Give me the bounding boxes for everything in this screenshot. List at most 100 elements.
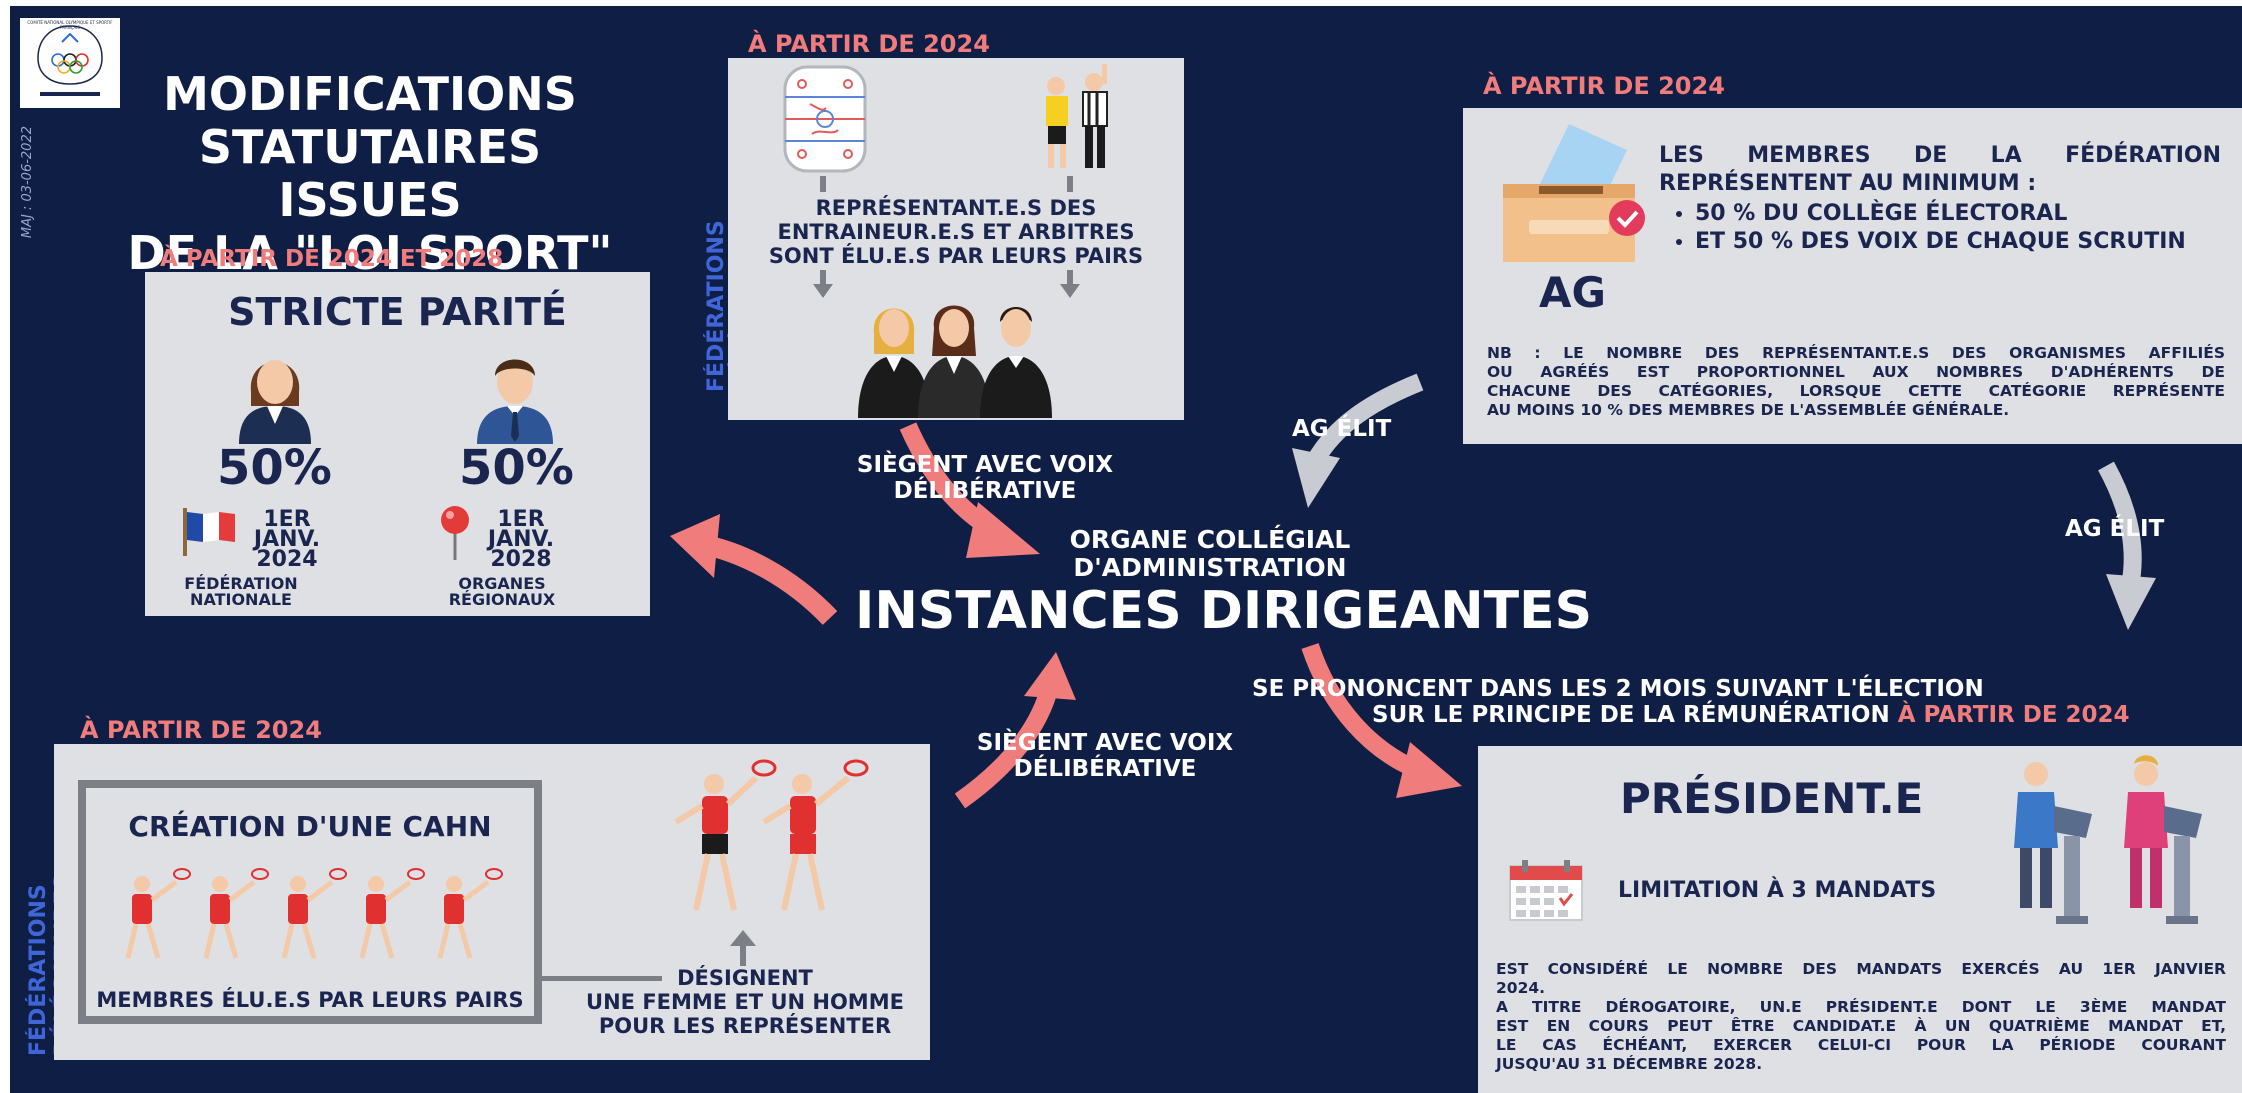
designate-line-2: UNE FEMME ET UN HOMME — [586, 990, 904, 1014]
badminton-players-icon — [674, 759, 869, 911]
coaches-panel: REPRÉSENTANT.E.S DES ENTRAINEUR.E.S ET A… — [728, 58, 1184, 420]
referees-icon — [1046, 64, 1108, 168]
arrow-center-to-parity — [670, 514, 838, 625]
president-text-line-6: JUSQU'AU 31 DÉCEMBRE 2028. — [1496, 1055, 1763, 1073]
candidates-podium-icon — [2014, 755, 2202, 924]
logo-text: COMITÉ NATIONAL OLYMPIQUE ET SPORTIF FRA… — [27, 20, 113, 30]
seat-top-line-2: DÉLIBÉRATIVE — [893, 478, 1077, 504]
connector-line — [542, 976, 662, 981]
infographic-canvas: COMITÉ NATIONAL OLYMPIQUE ET SPORTIF FRA… — [10, 6, 2242, 1093]
assembly-bullet-1: 50 % DU COLLÈGE ÉLECTORAL — [1695, 200, 2221, 228]
parity-heading: STRICTE PARITÉ — [228, 290, 567, 334]
organ-label: ORGANE COLLÉGIAL D'ADMINISTRATION — [1050, 526, 1370, 582]
president-text-line-5: LE CAS ÉCHÉANT, EXERCER CELUI-CI POUR LA… — [1496, 1036, 2226, 1054]
olympic-rings-icon — [37, 25, 103, 96]
cahn-box: CRÉATION D'UNE CAHN — [78, 780, 542, 1024]
seat-bottom-label: SIÈGENT AVEC VOIX DÉLIBÉRATIVE — [950, 730, 1260, 782]
coaches-text-line-1: REPRÉSENTANT.E.S DES — [815, 196, 1097, 220]
assembly-intro-line-2: REPRÉSENTENT AU MINIMUM : — [1659, 171, 2037, 196]
organ-line-2: D'ADMINISTRATION — [1073, 553, 1347, 582]
athletes-date-label: À PARTIR DE 2024 — [80, 716, 322, 744]
french-flag-icon — [183, 508, 235, 556]
women-percent: 50% — [217, 440, 332, 496]
seat-bottom-line-2: DÉLIBÉRATIVE — [1013, 756, 1197, 782]
ballot-box-icon — [1503, 124, 1645, 262]
assembly-note: NB : LE NOMBRE DES REPRÉSENTANT.E.S DES … — [1487, 344, 2225, 420]
seat-bottom-line-1: SIÈGENT AVEC VOIX — [976, 730, 1234, 756]
president-text-line-4: EST EN COURS PEUT ÊTRE CANDIDAT.E À UN Q… — [1496, 1017, 2226, 1035]
title-line-1: MODIFICATIONS — [163, 67, 577, 121]
regional-date-line-1: 1ER — [497, 507, 545, 532]
arrow-down-icon — [813, 270, 833, 298]
logo-subtext: CENTRE DE RESSOURCES — [44, 98, 96, 103]
organ-line-1: ORGANE COLLÉGIAL — [1069, 525, 1351, 554]
arrow-assembly-to-president — [2098, 461, 2156, 630]
president-text-line-1: EST CONSIDÉRÉ LE NOMBRE DES MANDATS EXER… — [1496, 960, 2226, 978]
national-date-line-1: 1ER — [263, 507, 311, 532]
remuneration-line-1: SE PRONONCENT DANS LES 2 MOIS SUIVANT L'… — [1252, 676, 1984, 702]
woman-avatar-icon — [239, 360, 311, 444]
cahn-footer: MEMBRES ÉLU.E.S PAR LEURS PAIRS — [96, 988, 524, 1012]
president-text-line-2: 2024. — [1496, 979, 1546, 997]
arrow-athletes-to-center — [954, 652, 1076, 809]
assembly-note-line-2: OU AGRÉÉS EST PROPORTIONNEL AUX NOMBRES … — [1487, 363, 2225, 381]
arrow-up-icon — [730, 930, 756, 966]
tactics-board-icon — [783, 65, 867, 173]
president-text: EST CONSIDÉRÉ LE NOMBRE DES MANDATS EXER… — [1496, 960, 2226, 1074]
athletes-panel: CRÉATION D'UNE CAHN — [54, 744, 930, 1060]
ag-label: AG — [1539, 268, 1606, 317]
cnosf-logo: COMITÉ NATIONAL OLYMPIQUE ET SPORTIF FRA… — [20, 18, 120, 108]
ag-elit-left-label: AG ÉLIT — [1292, 416, 1392, 442]
men-percent: 50% — [459, 440, 574, 496]
national-date-line-3: 2024 — [256, 547, 318, 572]
ag-elit-right-label: AG ÉLIT — [2065, 516, 2165, 542]
president-text-line-3: A TITRE DÉROGATOIRE, UN.E PRÉSIDENT.E DO… — [1496, 998, 2226, 1016]
designate-text: DÉSIGNENT UNE FEMME ET UN HOMME POUR LES… — [560, 966, 930, 1038]
president-heading: PRÉSIDENT.E — [1620, 774, 1924, 823]
assembly-note-line-3: CHACUNE DES CATÉGORIES, LORSQUE CETTE CA… — [1487, 382, 2225, 400]
arrow-down-icon — [1067, 176, 1073, 192]
parity-panel: STRICTE PARITÉ 50% 50% 1ER JANV. 2024 — [145, 272, 650, 616]
assembly-note-line-1: NB : LE NOMBRE DES REPRÉSENTANT.E.S DES … — [1487, 344, 2225, 362]
business-people-icon — [858, 305, 1052, 418]
president-panel: PRÉSIDENT.E LIMITATION À 3 MANDATS — [1478, 746, 2242, 1093]
assembly-note-line-4: AU MOINS 10 % DES MEMBRES DE L'ASSEMBLÉE… — [1487, 401, 2010, 419]
map-pin-icon — [441, 506, 469, 560]
regional-date-line-3: 2028 — [490, 547, 552, 572]
coaches-date-label: À PARTIR DE 2024 — [748, 30, 990, 58]
calendar-icon — [1509, 860, 1583, 921]
assembly-date-label: À PARTIR DE 2024 — [1483, 72, 1725, 100]
coaches-text: REPRÉSENTANT.E.S DES ENTRAINEUR.E.S ET A… — [728, 196, 1184, 268]
national-date-line-2: JANV. — [253, 527, 321, 552]
title-line-3: DE LA "LOI SPORT" — [127, 226, 613, 280]
designate-line-1: DÉSIGNENT — [677, 966, 813, 990]
arrow-down-icon — [820, 176, 826, 192]
regional-date-line-2: JANV. — [487, 527, 555, 552]
national-date: 1ER JANV. 2024 — [237, 507, 337, 572]
seat-top-label: SIÈGENT AVEC VOIX DÉLIBÉRATIVE — [830, 452, 1140, 504]
assembly-bullet-2: ET 50 % DES VOIX DE CHAQUE SCRUTIN — [1695, 228, 2221, 256]
arrow-coaches-to-center — [899, 422, 1040, 558]
coaches-text-line-2: ENTRAINEUR.E.S ET ARBITRES — [777, 220, 1135, 244]
arrow-assembly-to-center — [1292, 373, 1424, 508]
title-line-2: STATUTAIRES ISSUES — [198, 120, 542, 227]
main-title: INSTANCES DIRIGEANTES — [855, 581, 1593, 641]
regional-label: ORGANES RÉGIONAUX — [448, 574, 556, 609]
designate-line-3: POUR LES REPRÉSENTER — [598, 1014, 892, 1038]
regional-date: 1ER JANV. 2028 — [471, 507, 571, 572]
mandate-limit: LIMITATION À 3 MANDATS — [1618, 878, 1937, 903]
flow-arrows — [670, 373, 2156, 809]
arrow-center-to-president — [1301, 643, 1462, 798]
assembly-panel: AG LES MEMBRES DE LA FÉDÉRATION REPRÉSEN… — [1463, 108, 2242, 444]
parity-date-label: À PARTIR DE 2024 ET 2028 — [160, 246, 504, 272]
remuneration-line-2-wrap: SUR LE PRINCIPE DE LA RÉMUNÉRATION À PAR… — [1372, 702, 2130, 728]
coaches-text-line-3: SONT ÉLU.E.S PAR LEURS PAIRS — [768, 244, 1144, 268]
athletes-group-icon — [125, 868, 503, 959]
cahn-heading: CRÉATION D'UNE CAHN — [128, 810, 492, 843]
assembly-bullets: 50 % DU COLLÈGE ÉLECTORAL ET 50 % DES VO… — [1659, 200, 2221, 256]
remuneration-date: À PARTIR DE 2024 — [1897, 702, 2130, 728]
assembly-intro-line-1: LES MEMBRES DE LA FÉDÉRATION — [1659, 143, 2221, 168]
remuneration-line-2: SUR LE PRINCIPE DE LA RÉMUNÉRATION — [1372, 702, 1890, 728]
assembly-intro: LES MEMBRES DE LA FÉDÉRATION REPRÉSENTEN… — [1659, 142, 2221, 256]
arrow-down-icon — [1060, 270, 1080, 298]
